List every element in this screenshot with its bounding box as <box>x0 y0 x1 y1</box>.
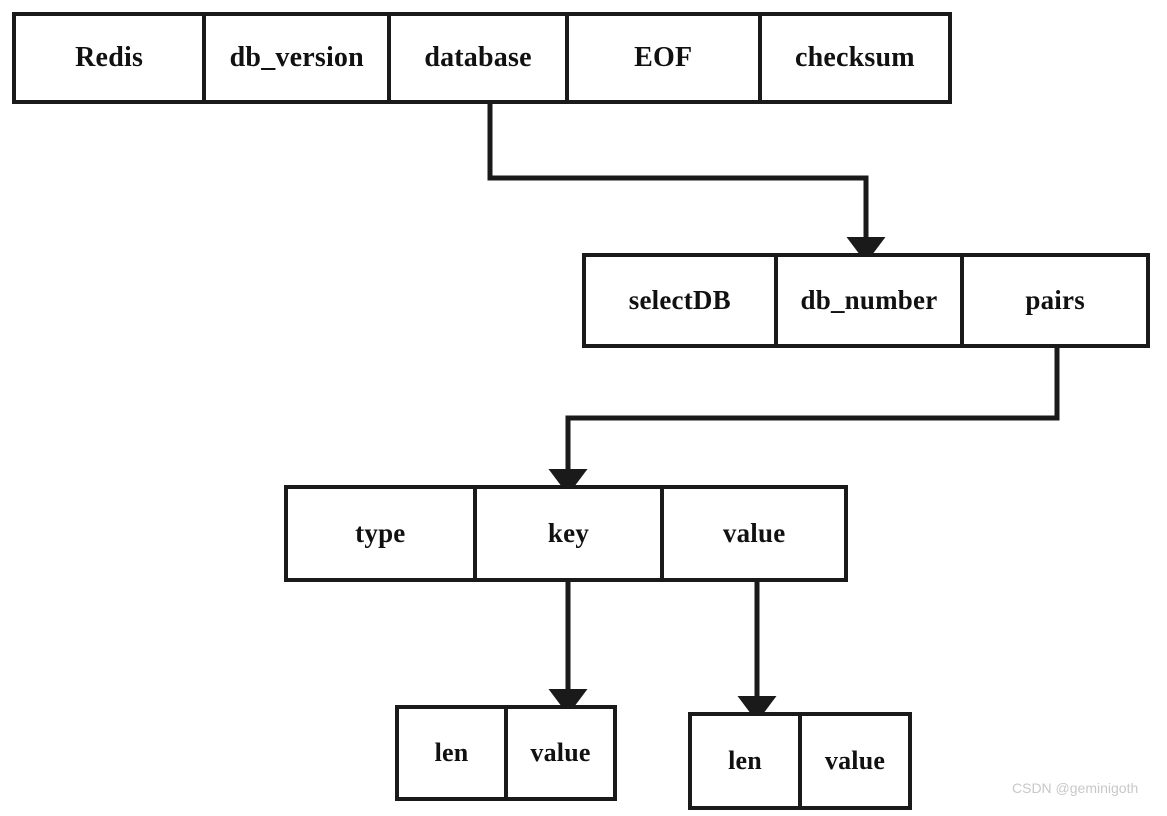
cell-key-len[interactable]: len <box>399 709 508 797</box>
cell-value-len[interactable]: len <box>692 716 802 806</box>
watermark: CSDN @geminigoth <box>1012 780 1139 796</box>
cell-key[interactable]: key <box>476 489 665 578</box>
cell-value-value[interactable]: value <box>802 716 908 806</box>
cell-checksum[interactable]: checksum <box>761 16 948 100</box>
pairs-row: type key value <box>284 485 848 582</box>
cell-pairs[interactable]: pairs <box>964 257 1146 344</box>
cell-eof[interactable]: EOF <box>568 16 762 100</box>
cell-database[interactable]: database <box>391 16 569 100</box>
cell-type[interactable]: type <box>288 489 477 578</box>
connector-database-to-database-row <box>487 104 886 263</box>
key-string-row: len value <box>395 705 617 801</box>
database-row: selectDB db_number pairs <box>582 253 1150 348</box>
cell-key-value[interactable]: value <box>508 709 613 797</box>
cell-db-number[interactable]: db_number <box>777 257 965 344</box>
cell-db-version[interactable]: db_version <box>206 16 392 100</box>
cell-selectdb[interactable]: selectDB <box>586 257 778 344</box>
value-string-row: len value <box>688 712 912 810</box>
cell-redis[interactable]: Redis <box>16 16 207 100</box>
rdb-file-row: Redis db_version database EOF checksum <box>12 12 952 104</box>
connector-pairs-to-pairs-row <box>548 348 1060 495</box>
cell-value[interactable]: value <box>664 489 844 578</box>
